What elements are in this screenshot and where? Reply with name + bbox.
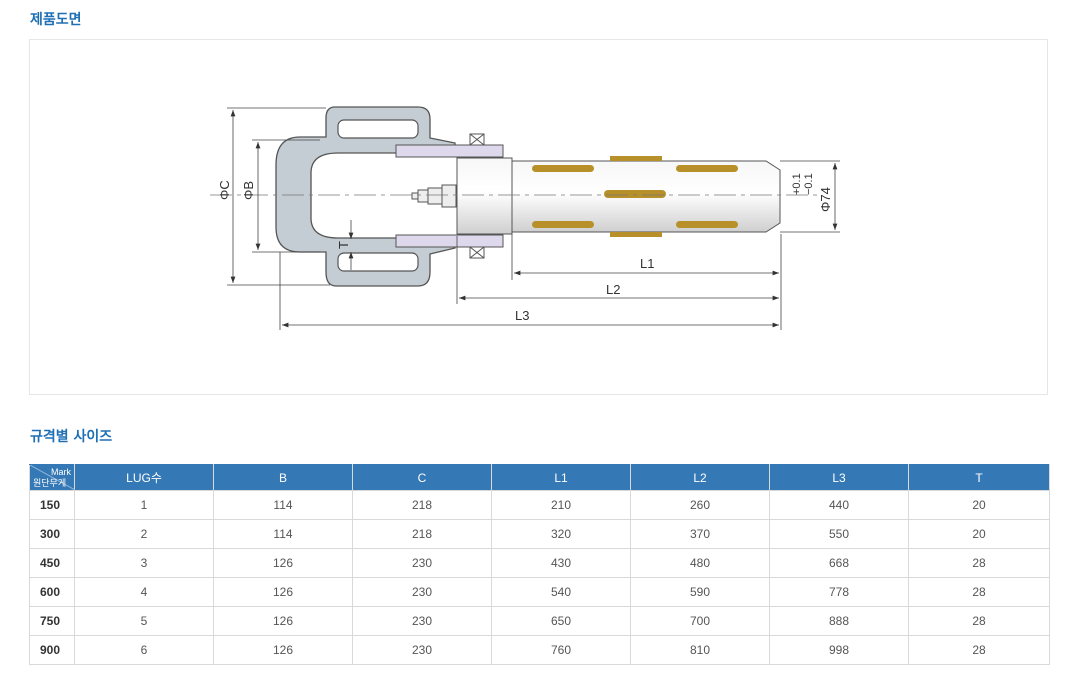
- lug-loop-bottom: [337, 252, 419, 272]
- corner-header-weight: 원단무게: [33, 478, 67, 488]
- cell-l1: 540: [491, 577, 631, 607]
- header-lug-count: LUG수: [74, 464, 214, 491]
- cell-c: 230: [352, 635, 492, 665]
- dim-label-phi-74: Φ74: [818, 187, 833, 212]
- dimension-lines: [227, 107, 840, 330]
- cell-b: 114: [213, 519, 353, 549]
- header-c: C: [352, 464, 492, 491]
- cell-b: 126: [213, 635, 353, 665]
- plate-top: [395, 144, 504, 158]
- dim-label-l1: L1: [640, 256, 654, 271]
- cell-lug-count: 5: [74, 606, 214, 636]
- cell-b: 114: [213, 490, 353, 520]
- cell-l2: 590: [630, 577, 770, 607]
- product-drawing-svg: ΦC ΦB T L1 L2 L3 Φ74 +0.1 −0.1: [210, 106, 840, 330]
- cell-t: 28: [908, 577, 1050, 607]
- cell-l3: 550: [769, 519, 909, 549]
- cell-lug-count: 1: [74, 490, 214, 520]
- grip-threads: [532, 156, 738, 237]
- cell-l1: 760: [491, 635, 631, 665]
- dim-label-phi-c: ΦC: [217, 180, 232, 200]
- cell-l1: 210: [491, 490, 631, 520]
- plate-bottom: [395, 234, 504, 248]
- cell-l3: 998: [769, 635, 909, 665]
- cell-l2: 700: [630, 606, 770, 636]
- cell-mark: 150: [29, 490, 75, 520]
- cell-lug-count: 2: [74, 519, 214, 549]
- cell-l2: 260: [630, 490, 770, 520]
- cell-b: 126: [213, 548, 353, 578]
- cell-lug-count: 6: [74, 635, 214, 665]
- cell-mark: 750: [29, 606, 75, 636]
- cell-l3: 440: [769, 490, 909, 520]
- cell-l3: 778: [769, 577, 909, 607]
- cell-mark: 900: [29, 635, 75, 665]
- cell-l1: 430: [491, 548, 631, 578]
- cell-c: 230: [352, 577, 492, 607]
- air-valve-icon: [411, 184, 457, 208]
- spec-section-title: 규격별 사이즈: [30, 429, 113, 445]
- cell-mark: 300: [29, 519, 75, 549]
- cell-l3: 668: [769, 548, 909, 578]
- cell-c: 218: [352, 519, 492, 549]
- cell-b: 126: [213, 606, 353, 636]
- header-t: T: [908, 464, 1050, 491]
- cell-t: 28: [908, 606, 1050, 636]
- product-drawing: ΦC ΦB T L1 L2 L3 Φ74 +0.1 −0.1: [29, 39, 1048, 395]
- corner-header-mark: Mark: [51, 467, 71, 477]
- cell-l2: 810: [630, 635, 770, 665]
- cell-t: 28: [908, 548, 1050, 578]
- cell-c: 218: [352, 490, 492, 520]
- corner-header: Mark 원단무게: [29, 464, 75, 491]
- dim-label-l3: L3: [515, 308, 529, 323]
- tolerance-plus: +0.1: [791, 173, 803, 195]
- cell-l3: 888: [769, 606, 909, 636]
- drawing-section-title: 제품도면: [30, 12, 82, 28]
- tolerance-minus: −0.1: [803, 173, 815, 195]
- cell-l2: 370: [630, 519, 770, 549]
- cell-l1: 320: [491, 519, 631, 549]
- header-l3: L3: [769, 464, 909, 491]
- cell-c: 230: [352, 606, 492, 636]
- cell-lug-count: 4: [74, 577, 214, 607]
- cell-mark: 600: [29, 577, 75, 607]
- dim-label-phi-b: ΦB: [241, 181, 256, 200]
- lug-loop-top: [337, 119, 419, 139]
- bearing-marks: [469, 133, 485, 259]
- header-b: B: [213, 464, 353, 491]
- header-l2: L2: [630, 464, 770, 491]
- cell-t: 20: [908, 519, 1050, 549]
- cell-lug-count: 3: [74, 548, 214, 578]
- dim-label-l2: L2: [606, 282, 620, 297]
- cell-t: 28: [908, 635, 1050, 665]
- cell-l2: 480: [630, 548, 770, 578]
- diagonal-divider: [30, 465, 75, 490]
- table-header-row: Mark 원단무게 LUG수 B C L1 L2 L3 T: [29, 464, 1050, 491]
- header-l1: L1: [491, 464, 631, 491]
- cell-t: 20: [908, 490, 1050, 520]
- dim-label-t: T: [336, 241, 351, 249]
- cell-mark: 450: [29, 548, 75, 578]
- cell-l1: 650: [491, 606, 631, 636]
- cell-c: 230: [352, 548, 492, 578]
- cell-b: 126: [213, 577, 353, 607]
